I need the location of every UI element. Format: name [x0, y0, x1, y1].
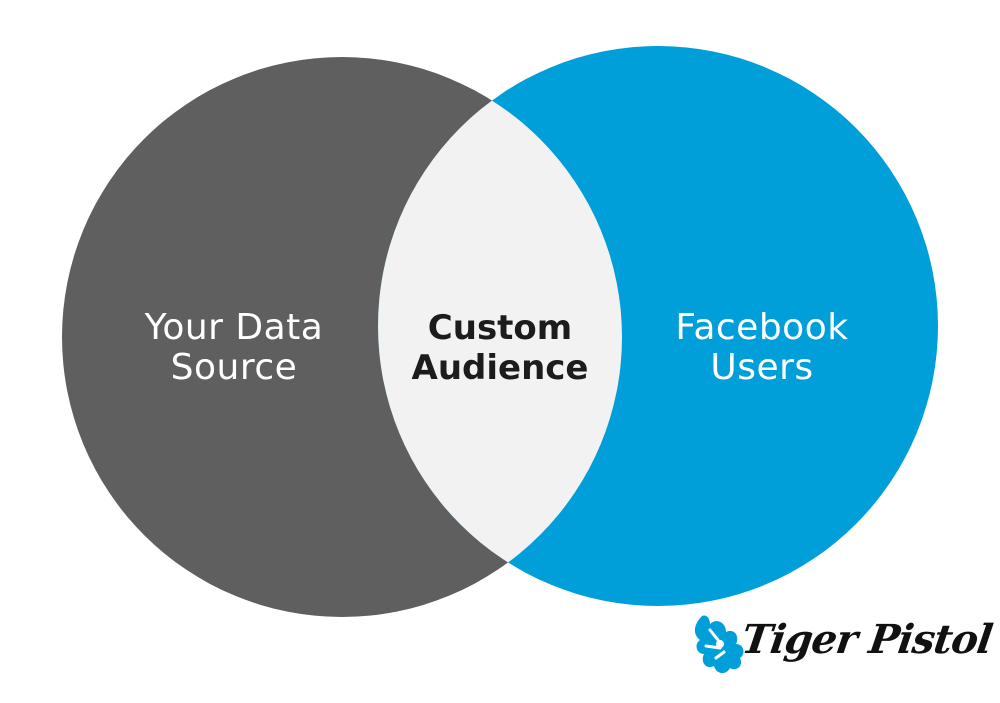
center-label-line-2: Audience [411, 348, 589, 388]
right-label-line-1: Facebook [675, 307, 849, 348]
tiger-icon [694, 615, 744, 674]
custom-audience-label: Custom Audience [368, 308, 632, 388]
logo-wordmark: Tiger Pistol [738, 616, 995, 663]
right-label-line-2: Users [710, 347, 814, 388]
left-label-line-2: Source [170, 347, 298, 388]
custom-audience-intersection [378, 57, 622, 606]
tiger-pistol-logo: Tiger Pistol [690, 610, 995, 682]
center-label-line-1: Custom [427, 308, 573, 348]
facebook-users-label: Facebook Users [612, 308, 912, 388]
your-data-source-label: Your Data Source [84, 308, 384, 388]
left-label-line-1: Your Data [144, 307, 324, 348]
